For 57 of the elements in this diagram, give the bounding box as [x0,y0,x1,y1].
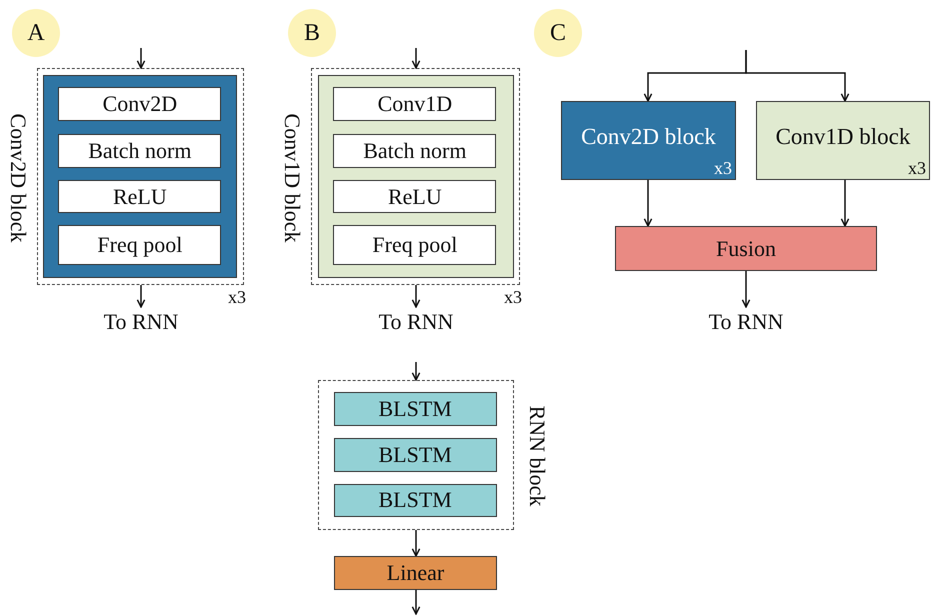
arrow [412,362,420,381]
layer-label: BLSTM [378,396,452,422]
panel-badge [12,9,60,57]
repeat-label: x3 [228,287,246,308]
block-label: Conv1D block [776,124,910,150]
layer-box [58,180,222,214]
layer-box [333,134,496,168]
layer-label: Linear [386,560,444,586]
layer-box [334,392,497,426]
layer-label: BLSTM [378,442,452,468]
arrow [412,590,420,615]
layer-box [334,556,497,590]
arrow [745,50,850,102]
layer-label: Conv1D [378,91,452,118]
layer-label: Freq pool [97,232,182,258]
block-label: Conv2D block [581,124,716,150]
layer-label: Conv2D [102,91,178,118]
arrow [742,271,750,308]
layer-box [334,438,497,472]
block-title: RNN block [524,406,550,506]
output-label: To RNN [356,307,476,337]
block-box [561,101,736,180]
output-label: To RNN [686,307,806,337]
layer-box [615,226,877,271]
repeat-label: x3 [714,158,732,179]
layer-box [333,87,496,122]
block-title: Conv2D block [5,113,31,242]
arrow [136,48,146,69]
block-box [756,101,930,180]
layer-box [334,484,497,517]
output-label: To RNN [81,307,201,337]
layer-label: Batch norm [363,138,466,164]
block-title: Conv1D block [279,113,305,242]
arrow [136,285,146,308]
panel-letter: B [304,20,320,46]
panel-badge [534,9,582,57]
panel-badge [288,9,336,57]
panel-letter: C [550,20,566,46]
layer-label: ReLU [388,184,442,210]
arrow [644,180,652,227]
repeat-label: x3 [908,158,926,179]
panel-letter: A [27,20,45,46]
repeat-label: x3 [504,287,522,308]
layer-label: BLSTM [378,487,452,514]
arrow [412,285,420,308]
layer-box [58,134,222,168]
arrow [412,48,420,69]
layer-label: Batch norm [88,138,192,164]
arrow [840,180,850,227]
layer-box [333,180,496,214]
arrow [412,530,420,557]
layer-label: ReLU [112,184,167,210]
layer-box [58,87,222,122]
layer-label: Fusion [716,236,776,262]
layer-box [333,225,496,266]
layer-label: Freq pool [372,232,458,258]
layer-box [58,225,222,266]
